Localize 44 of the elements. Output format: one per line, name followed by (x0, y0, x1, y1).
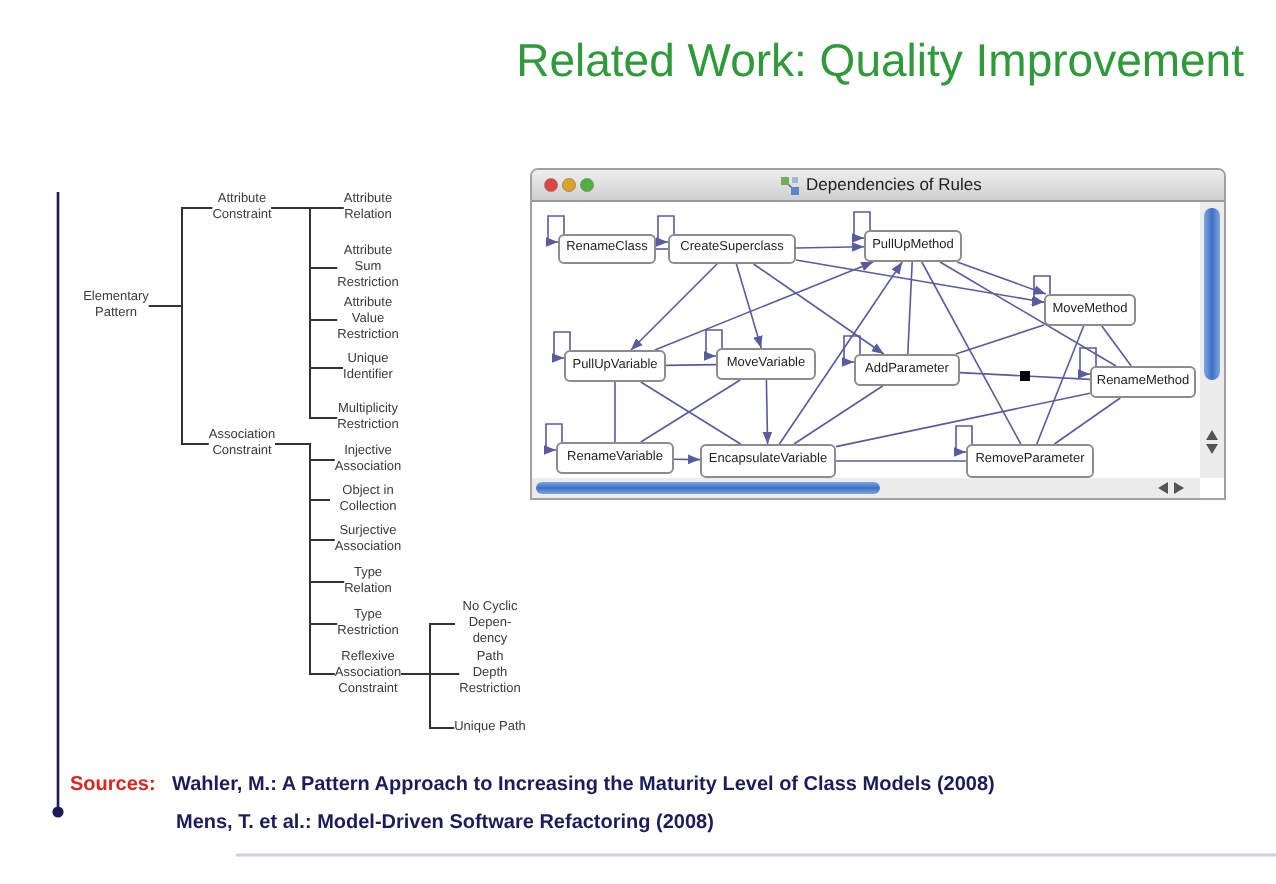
arrow (795, 259, 1045, 305)
loop-arrow (852, 211, 871, 243)
arrow (752, 263, 885, 355)
citation-text: Wahler, M.: A Pattern Approach to Increasing the Maturity Level of Class Models (2008) (172, 774, 995, 798)
arrow (630, 263, 718, 351)
loop-arrow (552, 331, 571, 363)
connector-line (1053, 397, 1121, 445)
arrow (673, 454, 701, 465)
connector-line (955, 324, 1045, 355)
window-title: Dependencies of Rules (806, 172, 982, 198)
arrow (956, 261, 1047, 295)
arrow (654, 261, 874, 351)
loop-arrow (546, 215, 565, 247)
slide-title: Related Work: Quality Improvement (516, 34, 1244, 87)
connector-line (400, 673, 456, 729)
connector-line (959, 371, 1091, 381)
connector-line (655, 248, 669, 250)
loop-arrow (954, 425, 973, 457)
citation-text: Mens, T. et al.: Model-Driven Software Refactoring (2008) (176, 812, 714, 836)
loop-arrow (1032, 275, 1051, 307)
connector-line (1101, 325, 1132, 367)
connector-line (939, 261, 1117, 367)
arrow (795, 242, 865, 252)
loop-arrow (842, 335, 861, 367)
loop-arrow (544, 423, 563, 455)
connector-line (274, 443, 336, 675)
arrow (735, 263, 763, 349)
loop-arrow (1078, 347, 1097, 379)
connector-line (147, 305, 210, 445)
connector-line (907, 261, 913, 355)
connector-line (665, 363, 717, 367)
connector-line (793, 385, 884, 445)
arrow (778, 261, 903, 445)
connector-line (835, 460, 967, 462)
connector-line (921, 261, 1022, 445)
loop-arrow (656, 215, 675, 247)
connector-line (614, 381, 616, 443)
connector-line (1036, 325, 1085, 445)
app-window (530, 168, 1226, 500)
arrow (762, 379, 773, 445)
loop-arrow (704, 329, 723, 361)
connector-line (270, 207, 339, 419)
connector-line (835, 392, 1091, 448)
sources-heading: Sources: (70, 774, 156, 798)
